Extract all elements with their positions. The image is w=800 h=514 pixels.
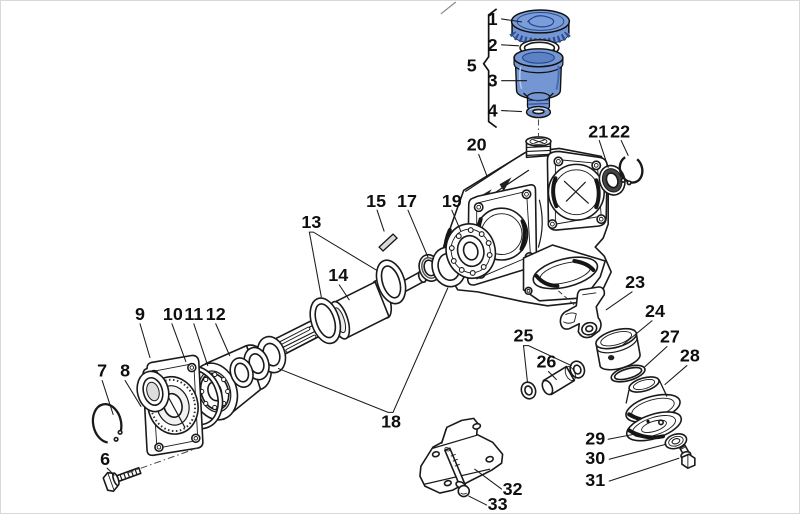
backing-dish-29 (625, 411, 683, 442)
washer-stack-12 (229, 335, 287, 388)
leader-line (608, 457, 680, 482)
leader-line (598, 139, 609, 168)
leader-line (478, 153, 488, 176)
callout-20: 20 (467, 134, 487, 154)
callout-31: 31 (585, 470, 605, 490)
callout-1: 1 (488, 9, 498, 29)
leader-line (501, 44, 520, 47)
callout-28: 28 (680, 346, 700, 366)
callout-23: 23 (625, 272, 645, 292)
rib-shadow (499, 177, 512, 192)
leader-line (547, 371, 557, 381)
reservoir-oring (525, 105, 552, 119)
callout-30: 30 (585, 448, 605, 468)
callout-18: 18 (381, 411, 401, 431)
callout-leaders (101, 18, 688, 506)
group-brace-5 (482, 8, 498, 129)
callout-26: 26 (536, 352, 556, 372)
seal-8 (136, 370, 170, 413)
callout-9: 9 (135, 304, 145, 324)
leader-line (124, 379, 142, 407)
corner-mark (440, 1, 457, 15)
reservoir-tank (513, 48, 564, 112)
conrod-axis-line (558, 290, 576, 307)
bolt-axis-line (126, 447, 197, 474)
leader-line (605, 291, 633, 311)
leader-line (215, 323, 231, 357)
leader-line (193, 323, 209, 367)
callout-4: 4 (488, 101, 498, 121)
ball-bearing-19 (431, 223, 497, 288)
circlip-22 (618, 154, 644, 186)
callout-15: 15 (366, 191, 386, 211)
leader-line (501, 18, 523, 23)
leader-line (501, 110, 523, 113)
callout-10: 10 (163, 304, 183, 324)
callout-29: 29 (585, 428, 605, 448)
collar-ring-right (375, 259, 407, 305)
shaft-key (378, 233, 398, 252)
callout-17: 17 (397, 191, 417, 211)
leader-line (338, 284, 350, 301)
bracket-bolt-33 (444, 447, 471, 498)
circlip-7 (91, 402, 123, 444)
leader-line (277, 287, 449, 413)
leader-line (101, 379, 114, 415)
leader-line (468, 495, 488, 506)
collar-ring-left (309, 297, 342, 345)
reservoir-cap (509, 9, 572, 46)
wrist-pin (541, 365, 576, 396)
leader-line (106, 467, 115, 476)
leader-line (620, 139, 629, 156)
callout-21: 21 (588, 121, 608, 141)
callout-32: 32 (503, 479, 523, 499)
callout-19: 19 (442, 191, 462, 211)
connecting-rod (559, 286, 606, 339)
callout-14: 14 (328, 265, 348, 285)
callout-6: 6 (100, 449, 110, 469)
leader-line (622, 320, 653, 346)
washer-30 (664, 433, 688, 450)
leader-line (607, 432, 640, 440)
callout-5: 5 (467, 56, 477, 76)
callout-12: 12 (206, 304, 226, 324)
bearing-balls (448, 227, 493, 276)
hex-bolt-6 (102, 466, 142, 493)
leader-line (171, 323, 187, 363)
callout-27: 27 (660, 327, 680, 347)
pump-housing (443, 136, 612, 307)
cap-logo-swirl (527, 15, 555, 28)
leader-line (474, 468, 503, 490)
callout-11: 11 (184, 304, 203, 324)
shaft-seal-21 (598, 164, 626, 196)
leader-line (139, 323, 151, 359)
leader-line (608, 443, 667, 460)
bolt-holes-right-flange (547, 156, 607, 230)
callout-22: 22 (610, 121, 630, 141)
callout-33: 33 (488, 494, 508, 513)
leader-line (451, 209, 462, 232)
callout-7: 7 (97, 361, 107, 381)
piston (595, 327, 641, 371)
leader-line (522, 345, 572, 384)
callout-3: 3 (488, 71, 498, 91)
leader-line (308, 231, 377, 298)
leader-line (407, 209, 429, 258)
leader-line (376, 209, 385, 232)
callout-24: 24 (645, 301, 665, 321)
leader-line (664, 365, 688, 386)
callout-8: 8 (120, 361, 130, 381)
piston-side-hole (607, 355, 615, 361)
callout-2: 2 (488, 35, 498, 55)
ring-27 (610, 364, 646, 383)
bolt-31 (679, 444, 696, 469)
callout-25: 25 (514, 326, 534, 346)
orings-25 (520, 360, 586, 400)
callout-13: 13 (301, 212, 321, 232)
callout-numbers: 1 2 3 4 5 6 7 8 9 10 11 12 13 14 15 17 1… (97, 9, 700, 513)
leader-line (644, 346, 668, 368)
